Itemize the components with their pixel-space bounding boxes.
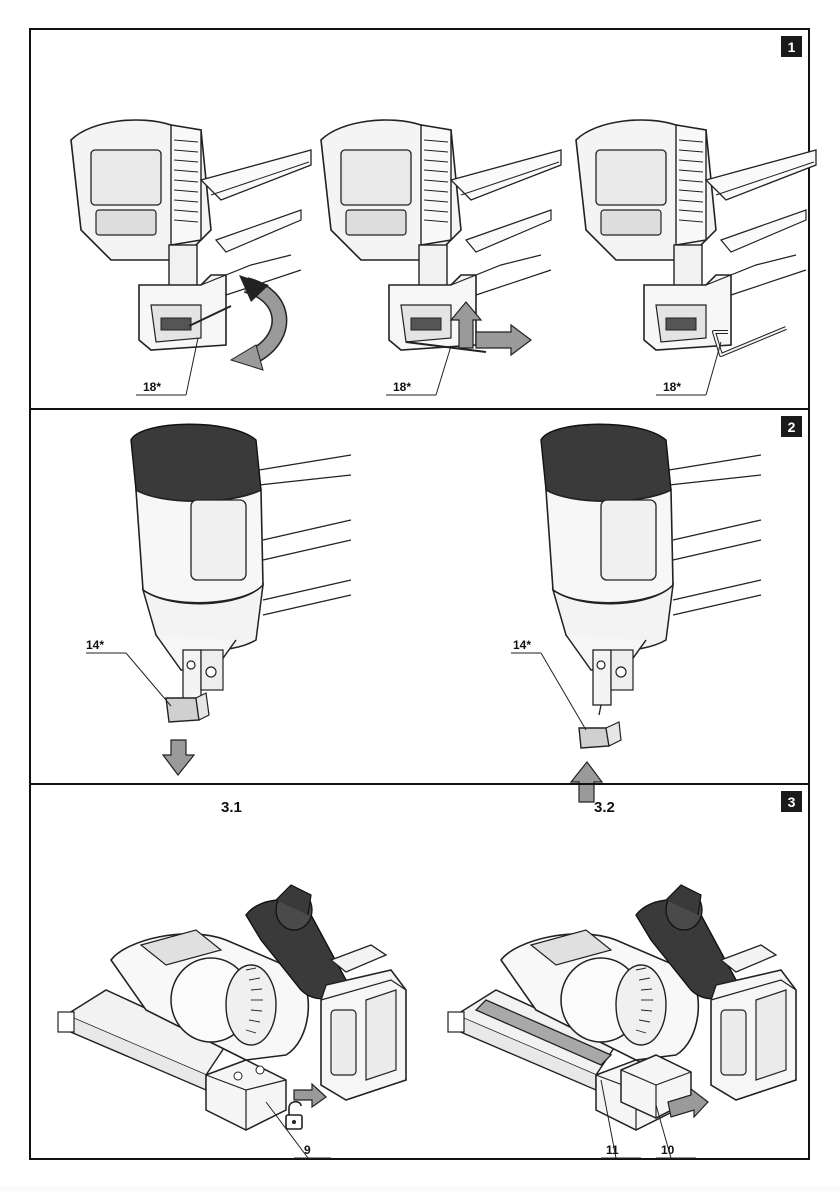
figure-frame: 1 — [29, 28, 810, 1160]
panel-2-illustrations: 14* 14* — [31, 410, 810, 785]
panel-1: 1 — [31, 30, 808, 408]
panel-3: 3 3.1 3.2 — [31, 783, 808, 1160]
callout-18-a: 18* — [143, 380, 161, 394]
panel-2: 2 — [31, 408, 808, 783]
panel-1-illustrations: 18* 18* — [31, 30, 810, 408]
callout-11: 11 — [606, 1143, 619, 1157]
callout-14-b: 14* — [513, 638, 531, 652]
page-edge — [0, 1186, 840, 1192]
callout-10: 10 — [661, 1143, 675, 1157]
callout-18-c: 18* — [663, 380, 681, 394]
callout-14-a: 14* — [86, 638, 104, 652]
panel-3-illustrations: 9 11 10 — [31, 785, 810, 1162]
callout-9: 9 — [304, 1143, 311, 1157]
unlock-icon — [286, 1102, 302, 1129]
callout-18-b: 18* — [393, 380, 411, 394]
